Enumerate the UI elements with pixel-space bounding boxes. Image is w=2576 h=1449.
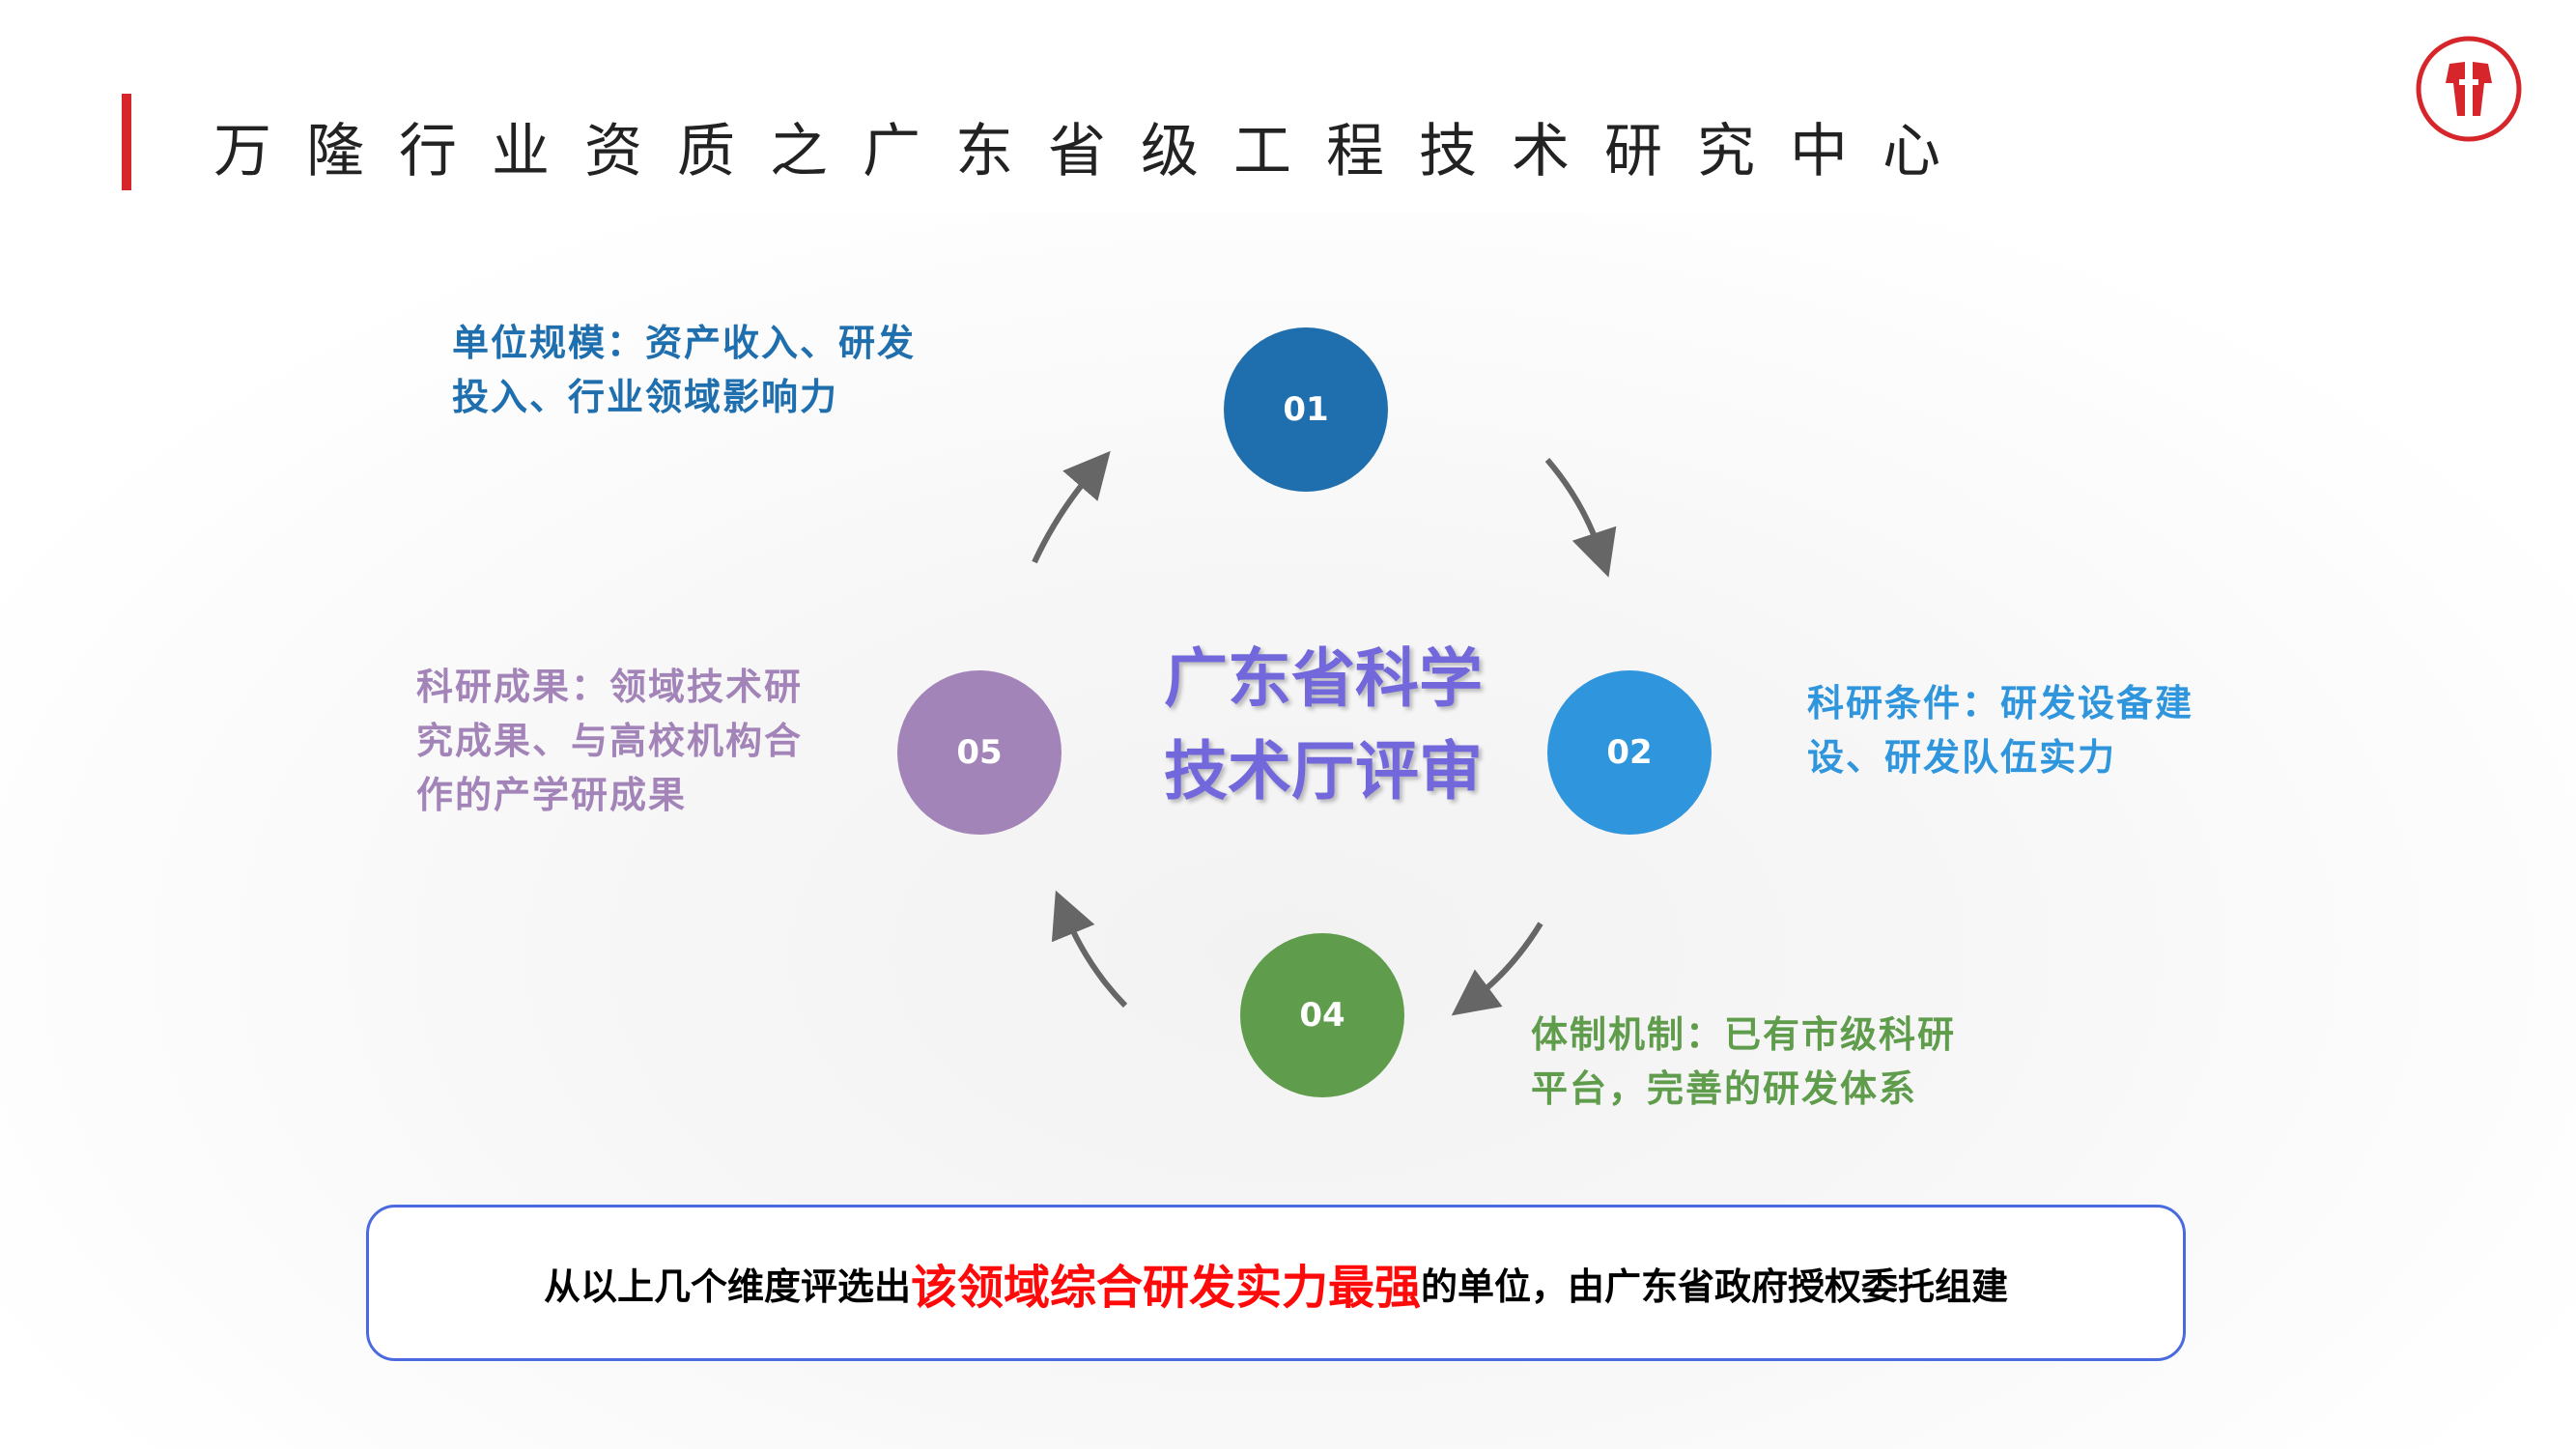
- node-04-circle: 04: [1240, 933, 1404, 1097]
- node-05-text: 科研成果：领域技术研究成果、与高校机构合作的产学研成果: [416, 666, 804, 816]
- center-line-2: 技术厅评审: [1164, 734, 1483, 809]
- node-02-text: 科研条件：研发设备建设、研发队伍实力: [1807, 682, 2194, 779]
- arrow-01-to-02: [1544, 458, 1617, 578]
- company-logo-icon: [2416, 36, 2522, 142]
- arrow-04-to-05: [1051, 890, 1128, 1009]
- arrow-02-to-04: [1451, 922, 1543, 1016]
- node-01-circle: 01: [1224, 327, 1388, 492]
- summary-suffix: 的单位，由广东省政府授权委托组建: [1421, 1264, 2009, 1308]
- arrow-05-to-01: [1032, 450, 1111, 564]
- center-title: 广东省科学技术厅评审: [1140, 633, 1507, 818]
- node-04-text: 体制机制：已有市级科研平台，完善的研发体系: [1531, 1013, 1957, 1110]
- node-02-circle: 02: [1547, 670, 1712, 835]
- title-accent-bar: [122, 94, 131, 190]
- node-05-circle: 05: [897, 670, 1062, 835]
- center-line-1: 广东省科学: [1164, 641, 1483, 716]
- node-01-text: 单位规模：资产收入、研发投入、行业领域影响力: [452, 322, 917, 418]
- summary-box: 从以上几个维度评选出该领域综合研发实力最强的单位，由广东省政府授权委托组建: [366, 1205, 2186, 1361]
- page-title: 万隆行业资质之广东省级工程技术研究中心: [213, 118, 1975, 185]
- summary-prefix: 从以上几个维度评选出: [543, 1264, 911, 1308]
- summary-highlight: 该领域综合研发实力最强: [910, 1261, 1421, 1315]
